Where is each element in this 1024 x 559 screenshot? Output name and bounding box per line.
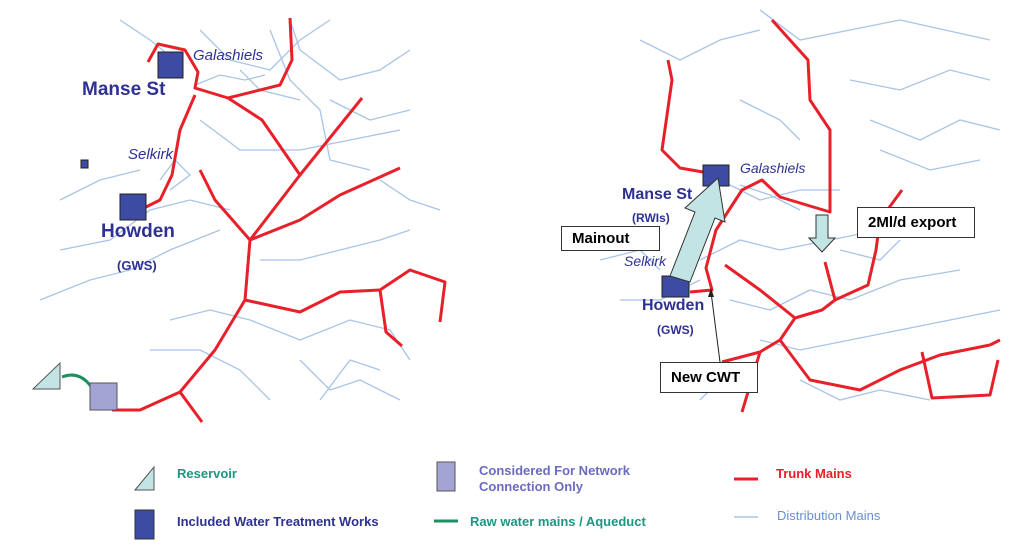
distribution-mains-left xyxy=(39,19,441,401)
right-howden-label: Howden xyxy=(642,297,705,314)
manse-st-wtw-icon xyxy=(157,51,184,79)
export-callout: 2Ml/d export xyxy=(857,207,975,238)
small-wtw-icon xyxy=(80,159,89,169)
mainout-callout: Mainout xyxy=(561,226,660,251)
left-galashiels-label: Galashiels xyxy=(193,47,264,64)
right-howden-sub: (GWS) xyxy=(657,323,694,337)
distribution-mains-right xyxy=(599,9,1001,401)
mainout-arrow xyxy=(669,177,726,283)
right-manse-sub: (RWIs) xyxy=(632,211,670,225)
legend-raw-label: Raw water mains / Aqueduct xyxy=(470,514,646,529)
legend-included-label: Included Water Treatment Works xyxy=(177,514,379,529)
right-selkirk-label: Selkirk xyxy=(624,253,667,269)
legend-trunk-label: Trunk Mains xyxy=(776,466,852,481)
legend-reservoir-label: Reservoir xyxy=(177,466,237,481)
legend-distribution-label: Distribution Mains xyxy=(777,508,881,523)
legend-considered-icon xyxy=(436,461,456,492)
trunk-mains-right xyxy=(660,18,1001,413)
raw-water-main xyxy=(61,373,94,389)
right-manse-st-label: Manse St xyxy=(622,186,693,203)
left-howden-label: Howden xyxy=(101,221,175,242)
reservoir-icon xyxy=(31,361,61,390)
trunk-mains-left xyxy=(112,17,447,423)
legend-included-icon xyxy=(134,509,155,540)
export-arrow xyxy=(807,214,837,253)
howden-wtw-icon xyxy=(119,193,147,221)
left-howden-sub: (GWS) xyxy=(117,258,157,273)
new-cwt-pointer xyxy=(708,288,721,363)
new-cwt-callout: New CWT xyxy=(660,362,758,393)
considered-wtw-icon xyxy=(89,382,118,411)
legend-considered-label: Considered For Network Connection Only xyxy=(479,463,630,494)
legend-reservoir-icon xyxy=(133,465,155,491)
right-galashiels-label: Galashiels xyxy=(740,160,806,176)
left-manse-st-label: Manse St xyxy=(82,79,166,100)
left-selkirk-label: Selkirk xyxy=(128,146,174,163)
